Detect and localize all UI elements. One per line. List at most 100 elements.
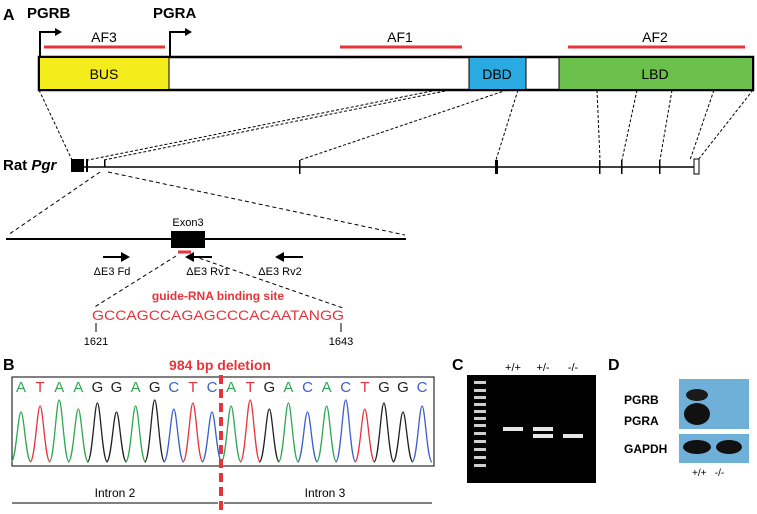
gel-lane-ko-label: -/- (568, 362, 579, 374)
intron-3-label: Intron 3 (305, 486, 346, 500)
exon2-mark (86, 159, 88, 172)
blot-band-gapdh-wt (683, 440, 711, 454)
base-call: G (378, 379, 390, 396)
af3-label: AF3 (91, 29, 117, 45)
bus-domain (40, 58, 169, 89)
guide-rna-title: guide-RNA binding site (152, 289, 285, 303)
chromatogram-peak (373, 402, 395, 463)
primer-rv2-label: ΔE3 Rv2 (258, 266, 301, 278)
exon9-block (693, 158, 700, 175)
ladder-band (474, 424, 486, 427)
base-call: A (54, 379, 64, 396)
primer-rv1-label: ΔE3 Rv1 (186, 266, 229, 278)
pgra-promoter-arrow (169, 31, 185, 56)
exon3-label: Exon3 (172, 217, 203, 229)
base-call: A (73, 379, 83, 396)
chromatogram-peak (144, 399, 166, 463)
base-call: A (226, 379, 236, 396)
base-call: A (283, 379, 293, 396)
base-call: C (168, 379, 179, 396)
chromatogram-peak (354, 408, 376, 463)
guide-zoom-left (92, 255, 177, 309)
chromatogram-peak (67, 408, 89, 463)
base-call: T (188, 379, 197, 396)
base-call: G (111, 379, 123, 396)
ladder-band (474, 456, 486, 459)
blot-gapdh-label: GAPDH (624, 442, 667, 456)
chromatogram-peak (124, 405, 147, 463)
base-call: C (302, 379, 313, 396)
pgra-arrowhead-icon (185, 28, 192, 36)
af1-label: AF1 (387, 29, 413, 45)
ladder-band (474, 381, 486, 384)
base-call: A (131, 379, 141, 396)
guide-zoom-right (192, 255, 344, 309)
primer-rv2-arrowhead-icon (275, 252, 284, 262)
chromatogram-peak (182, 402, 204, 463)
base-call: C (340, 379, 351, 396)
base-call: G (263, 379, 275, 396)
base-call: G (92, 379, 104, 396)
chromatogram-peak (10, 411, 32, 463)
exon3-mark (104, 160, 106, 167)
panel-label-a: A (3, 7, 15, 24)
panel-label-c: C (452, 357, 464, 374)
base-call: T (360, 379, 369, 396)
base-call: C (207, 379, 218, 396)
panel-label-b: B (3, 357, 15, 374)
dbd-domain (469, 58, 526, 89)
gel-lane-het-label: +/- (536, 362, 549, 374)
exon1-block (71, 159, 84, 172)
pgrb-promoter-arrow (39, 31, 55, 56)
gel-lane-wt-label: +/+ (505, 362, 521, 374)
chromatogram-peak (48, 399, 70, 463)
base-call: G (397, 379, 409, 396)
ladder-band (474, 448, 486, 451)
chromatogram-peak (239, 399, 261, 463)
exon3-box (171, 231, 205, 248)
lbd-label: LBD (641, 66, 668, 82)
ladder-band (474, 440, 486, 443)
exon-mapping-lines (38, 89, 754, 161)
rat-pgr-label: Rat Pgr (3, 157, 58, 174)
gel-band-het-lower (533, 434, 553, 438)
base-call: T (246, 379, 255, 396)
chromatogram-peak (201, 411, 223, 463)
primer-rv1-arrowhead-icon (185, 252, 194, 262)
pos-end-label: 1643 (329, 336, 353, 348)
af2-label: AF2 (642, 29, 668, 45)
intron-2-label: Intron 2 (95, 486, 136, 500)
chromatogram-peak (86, 402, 109, 463)
base-call: T (36, 379, 45, 396)
pgrb-arrowhead-icon (55, 28, 62, 36)
primer-fd-arrowhead-icon (121, 252, 130, 262)
gel-image (467, 375, 596, 483)
gel-band-ko (563, 434, 583, 438)
base-call: A (322, 379, 332, 396)
ladder-band (474, 417, 486, 420)
chromatogram-peak (335, 399, 357, 463)
blot-band-gapdh-ko (716, 440, 742, 454)
blot-pgrb-label: PGRB (624, 393, 659, 407)
deletion-label: 984 bp deletion (169, 357, 271, 373)
pos-start-label: 1621 (84, 336, 108, 348)
chromatogram-peak (29, 405, 51, 463)
panel-label-d: D (608, 357, 620, 374)
pgrb-label: PGRB (27, 5, 71, 22)
exon7-mark (621, 160, 623, 174)
zoom-line-left (7, 171, 101, 236)
base-call: A (16, 379, 26, 396)
blot-band-pgra (684, 403, 710, 425)
chromatogram-peak (105, 411, 128, 463)
lbd-domain (559, 58, 752, 89)
chromatogram-peak (163, 408, 185, 463)
blot-lane-labels: +/+ -/- (692, 468, 724, 479)
chromatogram-peak (392, 411, 414, 463)
gel-ladder (474, 381, 486, 467)
ladder-band (474, 403, 486, 406)
gel-band-het-upper (533, 427, 553, 431)
chromatogram-peak (411, 405, 433, 463)
ladder-band (474, 396, 486, 399)
